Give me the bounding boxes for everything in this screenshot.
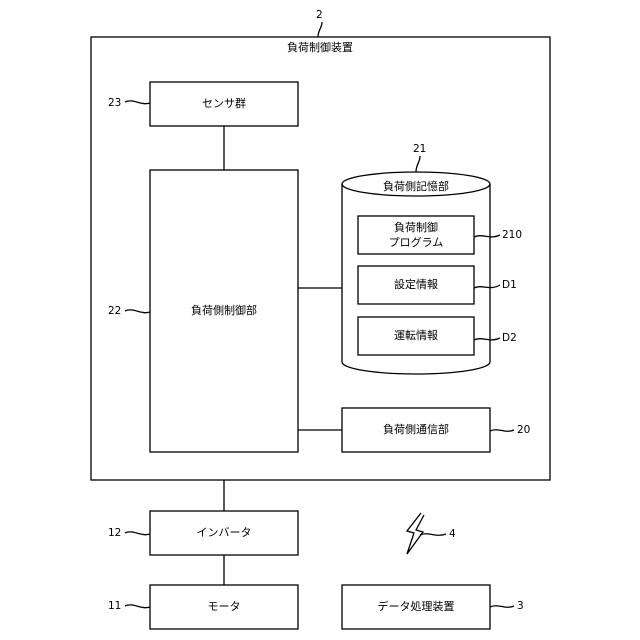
- storage-ref-leader: [416, 156, 420, 172]
- inverter-label: インバータ: [150, 526, 298, 540]
- controller-ref: 22: [108, 305, 121, 317]
- comm-ref-leader: [490, 430, 514, 432]
- device-label: 負荷制御装置: [250, 41, 390, 55]
- device-ref-leader: [318, 22, 322, 37]
- wireless-ref: 4: [449, 528, 456, 540]
- program-ref: 210: [502, 229, 522, 241]
- comm-label: 負荷側通信部: [342, 423, 490, 437]
- inverter-ref: 12: [108, 527, 121, 539]
- motor-ref: 11: [108, 600, 121, 612]
- settings-ref: D1: [502, 279, 517, 291]
- operation-ref: D2: [502, 332, 517, 344]
- program-label: 負荷制御 プログラム: [358, 220, 474, 250]
- settings-label: 設定情報: [358, 278, 474, 292]
- data-processor-ref-leader: [490, 606, 514, 608]
- comm-ref: 20: [517, 424, 530, 436]
- motor-ref-leader: [125, 605, 150, 608]
- sensors-ref: 23: [108, 97, 121, 109]
- storage-ref: 21: [413, 143, 426, 155]
- operation-label: 運転情報: [358, 329, 474, 343]
- storage-label: 負荷側記憶部: [342, 180, 490, 194]
- controller-label: 負荷側制御部: [150, 304, 298, 318]
- operation-ref-leader: [474, 338, 500, 340]
- sensors-label: センサ群: [150, 97, 298, 111]
- device-ref: 2: [316, 9, 323, 21]
- motor-label: モータ: [150, 600, 298, 614]
- wireless-ref-leader: [420, 534, 446, 536]
- inverter-ref-leader: [125, 532, 150, 535]
- wireless-link-icon: [407, 513, 424, 554]
- sensors-ref-leader: [125, 101, 150, 104]
- program-ref-leader: [474, 235, 500, 237]
- data-processor-ref: 3: [517, 600, 524, 612]
- settings-ref-leader: [474, 285, 500, 288]
- data-processor-label: データ処理装置: [342, 600, 490, 614]
- controller-ref-leader: [125, 310, 150, 313]
